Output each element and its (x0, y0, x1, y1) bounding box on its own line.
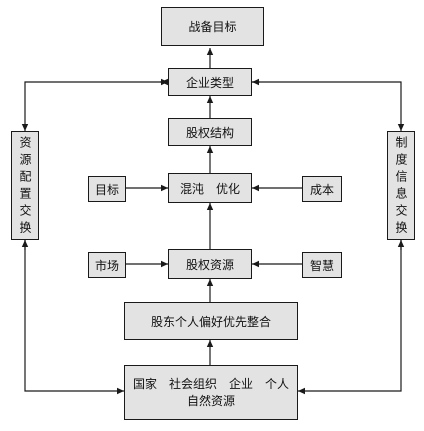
node-mixed-optimize: 混沌优化 (168, 173, 252, 203)
node-market: 市场 (88, 252, 126, 278)
resource-exchange-label: 资源配置交换 (18, 135, 32, 238)
node-shareholder-integration: 股东个人偏好优先整合 (124, 302, 298, 340)
actor-enterprise: 企业 (229, 376, 254, 391)
node-enterprise-type: 企业类型 (168, 68, 252, 96)
arrow-type-to-left-exchange (21, 81, 168, 131)
node-mixed-label: 混沌 (179, 181, 204, 196)
institution-exchange-label: 制度信息交换 (394, 135, 408, 238)
node-wisdom: 智慧 (302, 252, 342, 278)
arrow-left-exchange-to-actors (24, 240, 124, 395)
node-actors-row: 国家社会组织企业个人 (133, 376, 289, 393)
node-optimize-label: 优化 (216, 181, 241, 196)
arrow-type-to-right-exchange (252, 81, 405, 131)
node-cost: 成本 (302, 176, 342, 202)
node-equity-resource: 股权资源 (168, 249, 252, 279)
node-actors: 国家社会组织企业个人 自然资源 (124, 365, 298, 420)
node-strategy-goal: 战备目标 (161, 7, 264, 46)
arrow-right-exchange-to-actors (298, 240, 402, 395)
node-equity-structure: 股权结构 (168, 118, 252, 146)
actor-state: 国家 (132, 376, 157, 391)
node-goal: 目标 (88, 176, 126, 202)
node-natural-resource: 自然资源 (186, 393, 235, 408)
node-institution-exchange: 制度信息交换 (387, 131, 415, 240)
node-resource-exchange: 资源配置交换 (11, 131, 39, 240)
actor-individual: 个人 (265, 376, 290, 391)
actor-social-org: 社会组织 (168, 376, 217, 391)
